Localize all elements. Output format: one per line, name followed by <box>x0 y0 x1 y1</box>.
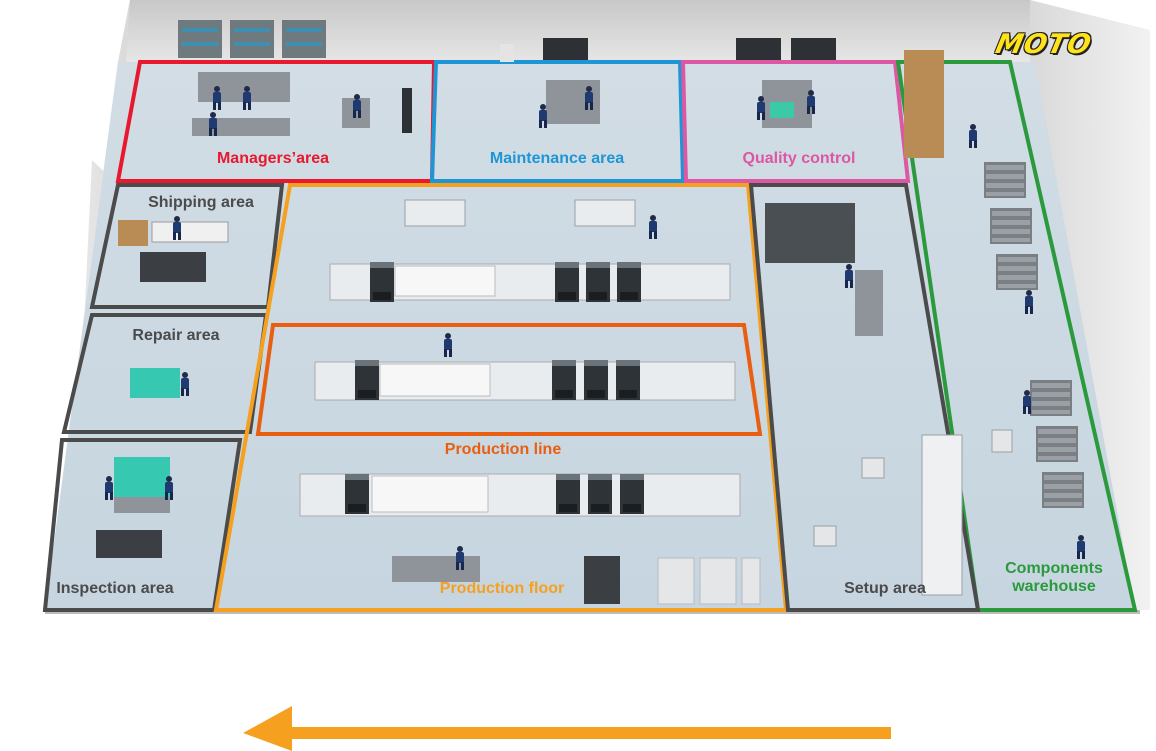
repair-area-zone <box>61 313 269 434</box>
quality-control-zone <box>680 60 911 183</box>
right-wall <box>1030 0 1150 610</box>
inspection-area-label: Inspection area <box>56 580 174 597</box>
production-machines-bottom <box>299 473 741 517</box>
quality-control-label: Quality control <box>742 150 856 167</box>
shipping-area-label: Shipping area <box>148 194 254 211</box>
setup-area-zone <box>748 183 981 612</box>
maintenance-area-label: Maintenance area <box>489 150 625 167</box>
production-machines-top <box>329 199 731 302</box>
quality-workbench <box>757 80 815 128</box>
production-line-label: Production line <box>444 441 562 458</box>
shipping-equipment <box>118 216 229 282</box>
wall-screens <box>543 38 836 60</box>
repair-workbench <box>130 368 189 398</box>
production-line-zone <box>255 323 763 436</box>
warehouse-racks <box>904 50 1085 559</box>
managers-area-label: Managers’area <box>216 150 330 167</box>
managers-desks <box>192 72 412 136</box>
components-warehouse-zone <box>895 60 1138 612</box>
components-warehouse-label-line2: warehouse <box>1012 578 1096 595</box>
production-floor-label: Production floor <box>439 580 565 597</box>
maintenance-area-zone <box>429 60 686 183</box>
maintenance-workbench <box>500 44 600 128</box>
components-warehouse-label-line1: Components <box>1005 560 1103 577</box>
flow-direction-arrow <box>243 706 891 751</box>
repair-area-label: Repair area <box>132 327 220 344</box>
components-warehouse-label: Components warehouse <box>1005 560 1103 596</box>
setup-equipment <box>765 203 963 596</box>
production-floor-equipment <box>392 546 761 605</box>
wall-shelves <box>178 20 326 58</box>
inspection-workbench <box>96 457 173 558</box>
moto-logo: MOTO <box>992 29 1095 60</box>
production-machines-middle <box>314 333 736 401</box>
setup-area-label: Setup area <box>844 580 926 597</box>
